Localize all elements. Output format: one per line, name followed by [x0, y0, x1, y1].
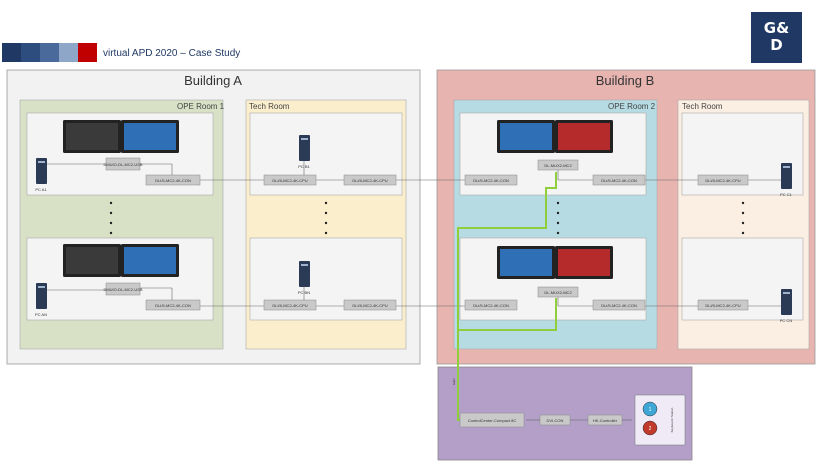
keyboard-station-box: [634, 394, 686, 446]
header-color-swatch-1: [2, 43, 21, 62]
header-color-swatch-5: [78, 43, 97, 62]
marker-2: [642, 420, 658, 436]
cpu-tbn-label: DLI/5-MC2-4K-CPU: [705, 303, 740, 308]
pc-bn-label: PC BN: [298, 290, 310, 295]
marker-2-label: 2: [649, 426, 652, 432]
green-link-label: G&D: [452, 378, 456, 385]
ellipsis-dots: [109, 201, 745, 235]
control-center-label: ControlCenter-Compact 8C: [468, 418, 517, 423]
con-an-label: DLI/5-MC2-4K-CON: [155, 303, 191, 308]
cpu-tan1-label: DLI/5-MC2-4K-CPU: [272, 303, 307, 308]
gd-logo: G& D: [751, 12, 802, 63]
monitor-pair-b1: [497, 120, 613, 153]
cpu-tb1-label: DLI/5-MC2-4K-CPU: [705, 178, 740, 183]
marker-1: [642, 401, 658, 417]
device-labels: DMUIO-DL-MC2-USB DLI/5-MC2-4K-CON DMUIO-…: [35, 162, 793, 423]
building-b-title: Building B: [595, 73, 655, 88]
mux-bn-label: DL-MUX2-MC2: [544, 290, 572, 295]
dmu-an-label: DMUIO-DL-MC2-USB: [103, 287, 142, 292]
header-color-swatch-4: [59, 43, 78, 62]
pc-c1-label: PC C1: [780, 192, 793, 197]
pc-an-label: PC AN: [35, 312, 47, 317]
logo-top-text: G&: [763, 19, 790, 37]
tech-room-b-title: Tech Room: [682, 102, 723, 111]
ope-room-1-title: OPE Room 1: [177, 102, 225, 111]
con-b1-right-label: DLI/5-MC2-4K-CON: [601, 178, 637, 183]
keyboard-station-label: Keyboard / Station: [670, 407, 674, 432]
logo-bottom-text: D: [770, 36, 783, 54]
monitor-pair-bn: [497, 246, 613, 279]
cpu-tan2-label: DLI/5-MC2-4K-CPU: [352, 303, 387, 308]
pc-tower-detail: [38, 138, 790, 294]
dmu-a1-label: DMUIO-DL-MC2-USB: [103, 162, 142, 167]
monitor-pair-a1: [63, 120, 179, 153]
mux-b1-label: DL-MUX2-MC2: [544, 163, 572, 168]
pc-a1-label: PC A1: [35, 187, 47, 192]
hk-controller-label: HK-Controller: [593, 418, 618, 423]
monitor-pair-an: [63, 244, 179, 277]
dvi-con-label: DVI-CON: [547, 418, 564, 423]
pc-cn-label: PC CN: [780, 318, 793, 323]
con-bn-right-label: DLI/5-MC2-4K-CON: [601, 303, 637, 308]
tech-room-a-title: Tech Room: [249, 102, 290, 111]
pc-b1-label: PC B1: [298, 164, 310, 169]
device-boxes: [105, 157, 749, 428]
pc-tower-icons: [36, 135, 792, 315]
cpu-ta1-label: DLI/5-MC2-4K-CPU: [272, 178, 307, 183]
header-color-swatch-2: [21, 43, 40, 62]
building-a-title: Building A: [184, 73, 242, 88]
green-cable: [457, 172, 557, 421]
slide-title: virtual APD 2020 – Case Study: [103, 48, 241, 59]
cpu-ta2-label: DLI/5-MC2-4K-CPU: [352, 178, 387, 183]
con-bn-left-label: DLI/5-MC2-4K-CON: [473, 303, 509, 308]
con-b1-left-label: DLI/5-MC2-4K-CON: [473, 178, 509, 183]
con-a1-label: DLI/5-MC2-4K-CON: [155, 178, 191, 183]
marker-1-label: 1: [649, 407, 652, 413]
ope-room-2-title: OPE Room 2: [608, 102, 656, 111]
header-color-swatch-3: [40, 43, 59, 62]
